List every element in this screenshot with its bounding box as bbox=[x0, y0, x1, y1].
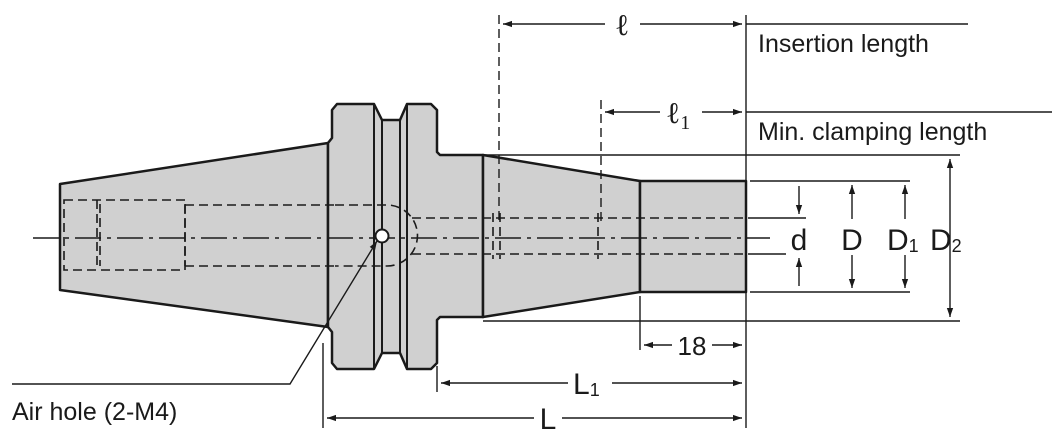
dim-l1-subscript: 1 bbox=[680, 112, 690, 134]
air-hole-circle bbox=[374, 228, 390, 244]
dim-D2-symbol: D bbox=[930, 224, 952, 257]
dim-l1-label: ℓ1 bbox=[666, 97, 690, 134]
dim-D1-label: D1 bbox=[887, 224, 919, 257]
dim-L1-label: L1 bbox=[573, 368, 600, 401]
dim-D2-subscript: 2 bbox=[952, 236, 962, 256]
dim-l-label: ℓ bbox=[615, 9, 629, 42]
insertion-length-label: Insertion length bbox=[758, 30, 929, 58]
dim-18-label: 18 bbox=[678, 331, 707, 361]
dim-L-label: L bbox=[540, 403, 557, 436]
air-hole-leader bbox=[12, 240, 378, 385]
dim-D2-label: D2 bbox=[930, 224, 962, 257]
flange bbox=[326, 102, 485, 371]
dim-D-label: D bbox=[841, 224, 863, 257]
dim-L1-symbol: L bbox=[573, 368, 590, 401]
dim-d-label: d bbox=[791, 224, 808, 257]
holder-body bbox=[58, 102, 748, 371]
hidden-lines bbox=[63, 199, 750, 271]
nose-taper bbox=[481, 153, 642, 319]
dim-l1-symbol: ℓ bbox=[666, 97, 680, 130]
min-clamping-length-label: Min. clamping length bbox=[758, 118, 987, 146]
dim-D1-symbol: D bbox=[887, 224, 909, 257]
dim-L1-subscript: 1 bbox=[590, 380, 600, 400]
collet-nose bbox=[638, 179, 748, 294]
extension-lines bbox=[322, 15, 1052, 428]
air-hole-label: Air hole (2-M4) bbox=[12, 398, 177, 426]
dim-D1-subscript: 1 bbox=[909, 236, 919, 256]
